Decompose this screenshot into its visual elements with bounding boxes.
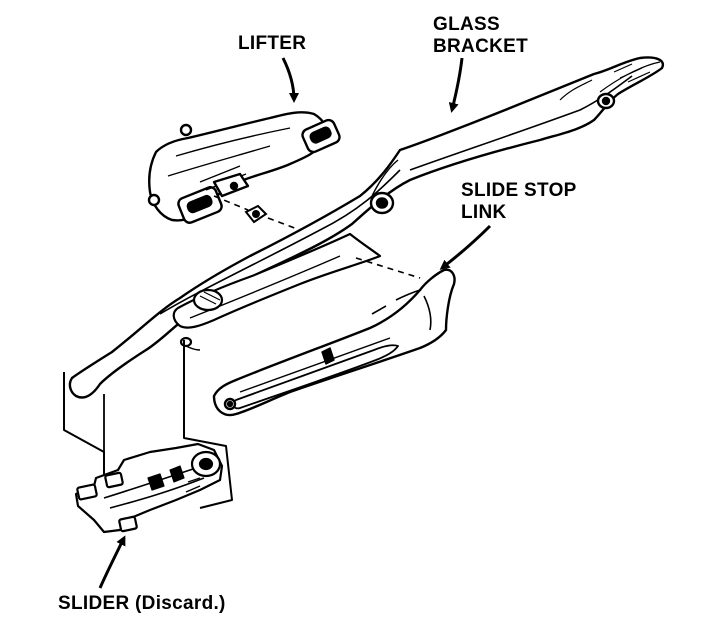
lifter — [149, 112, 341, 224]
slide-stop-link-leader — [439, 226, 490, 270]
clip-pin — [246, 206, 266, 222]
slider-leader — [100, 535, 126, 588]
slide-stop-link — [214, 270, 455, 415]
glass-bracket-label-line-2: BRACKET — [433, 36, 528, 57]
slide-stop-link-label-line-1: SLIDE STOP — [461, 180, 577, 201]
slider-label: SLIDER (Discard.) — [58, 593, 226, 614]
lifter-leader — [283, 58, 299, 103]
glass-bracket-label: GLASS BRACKET — [433, 14, 528, 58]
glass-bracket-label-line-1: GLASS — [433, 14, 500, 35]
callout-leaders — [100, 58, 490, 588]
slide-stop-link-label: SLIDE STOP LINK — [461, 180, 577, 224]
slide-stop-link-label-line-2: LINK — [461, 202, 507, 223]
glass-bracket-leader — [448, 58, 462, 113]
slider — [76, 444, 222, 532]
alignment-lines — [214, 196, 420, 278]
lifter-label: LIFTER — [238, 33, 307, 54]
